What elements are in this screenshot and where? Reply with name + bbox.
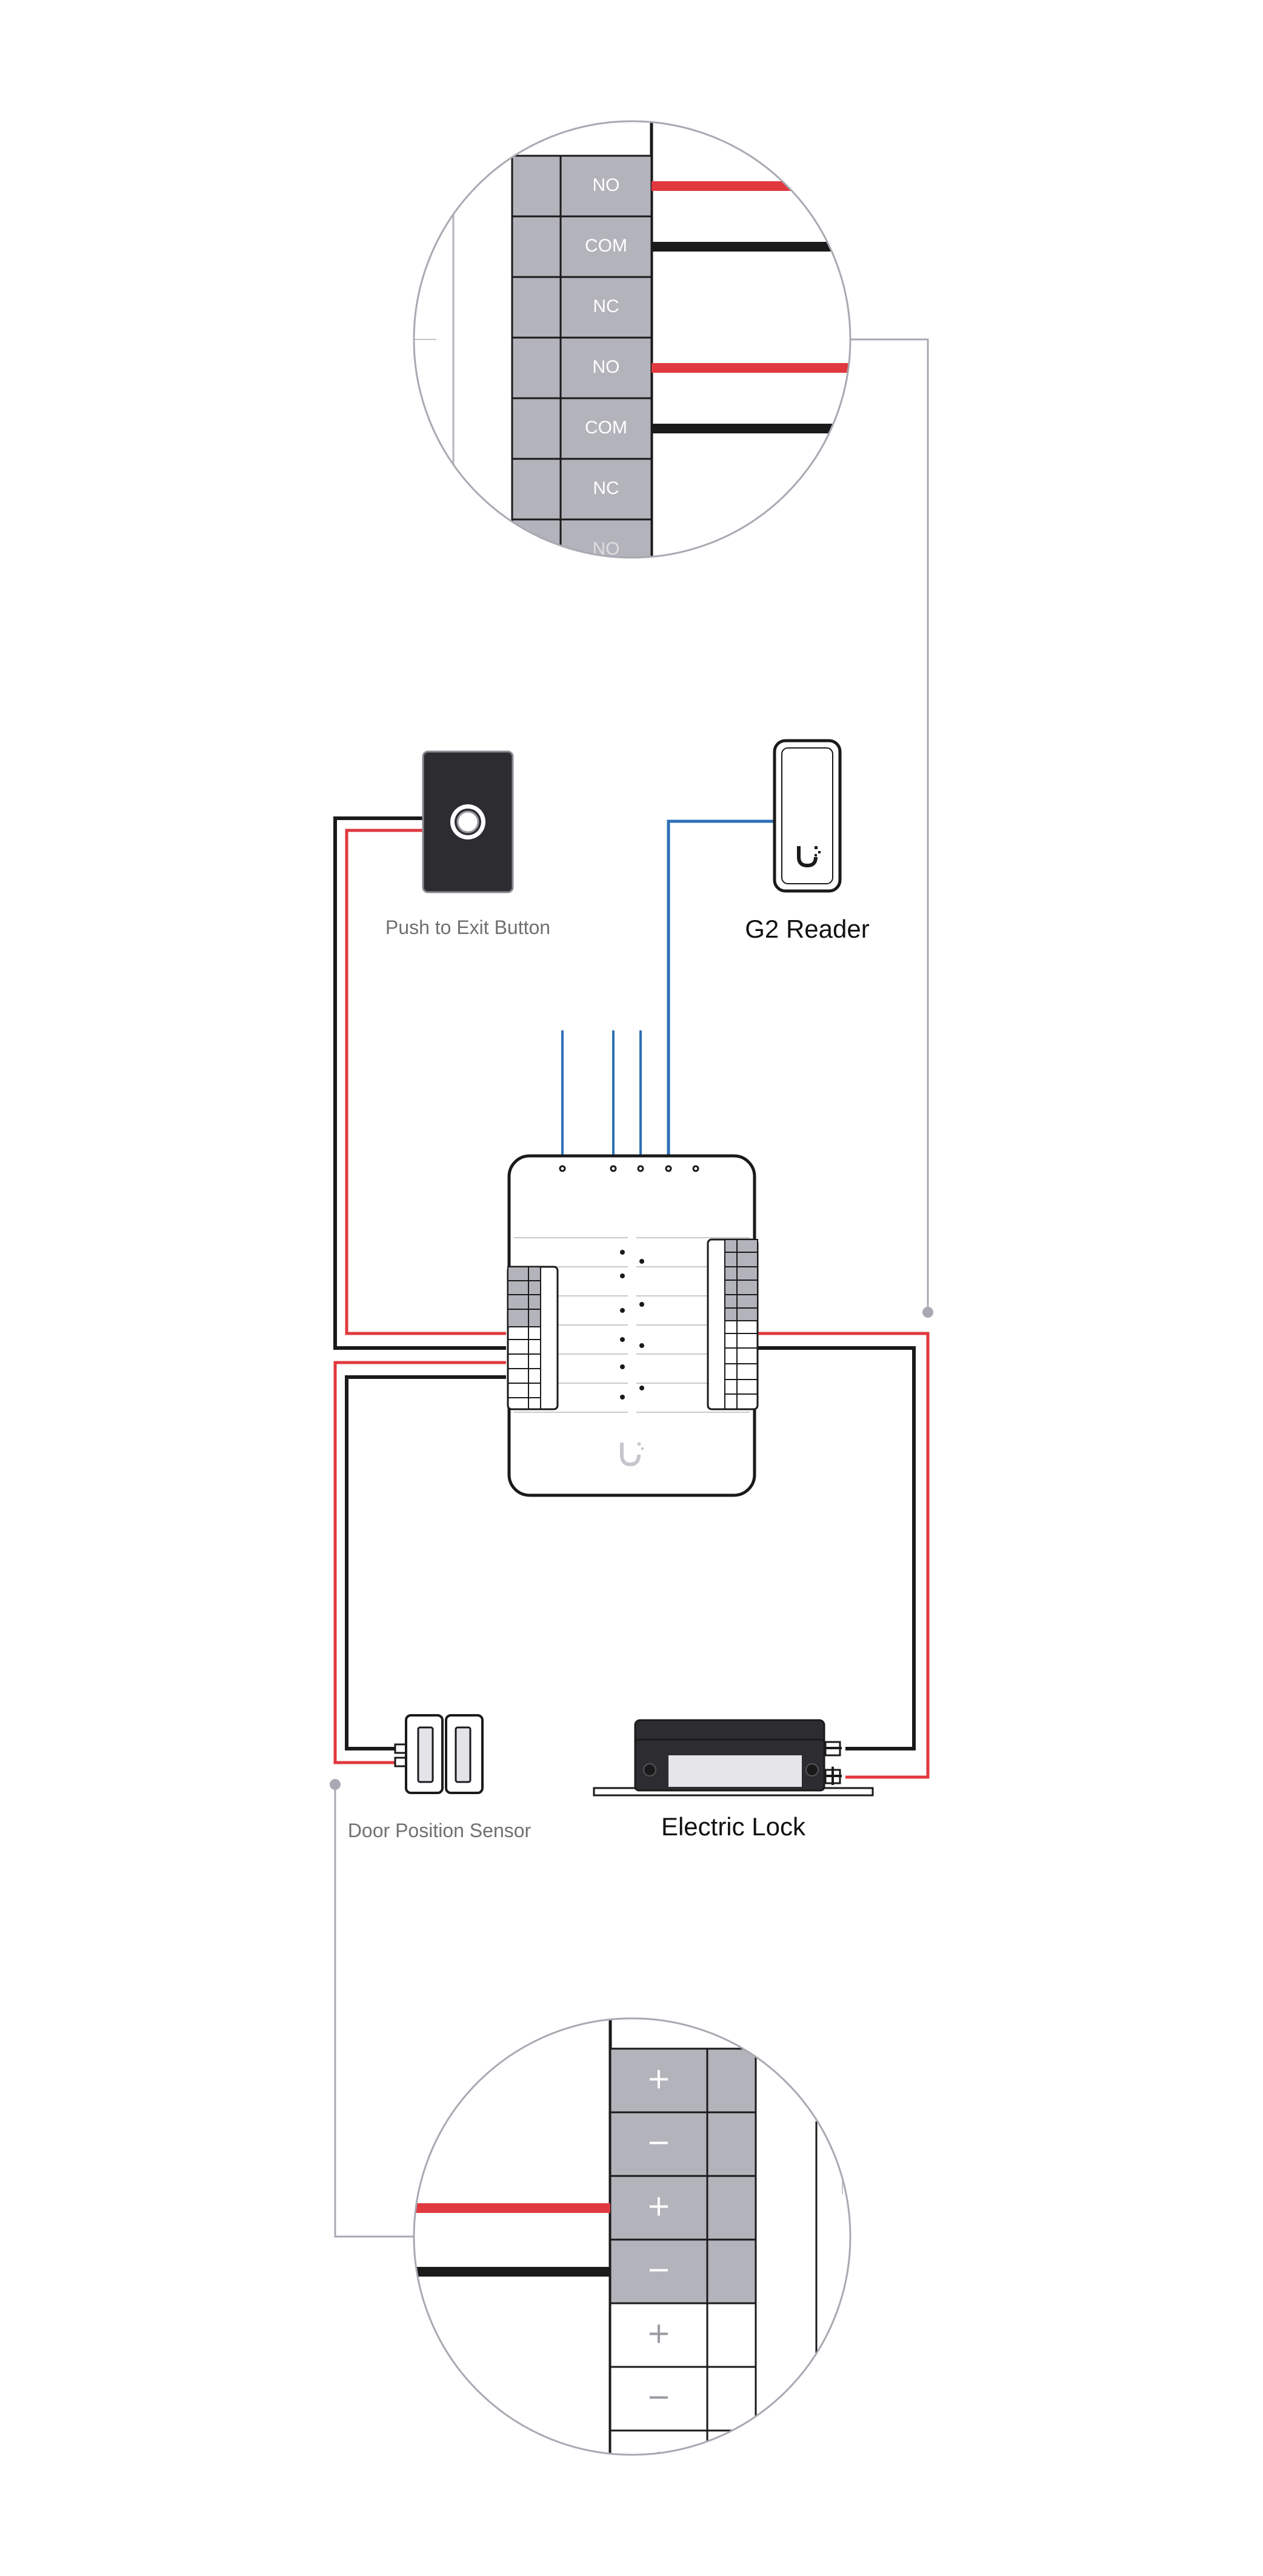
exit-button-wire-red <box>345 829 506 1335</box>
push-button-icon <box>450 804 485 839</box>
relay-terminal-no: NO <box>511 518 653 558</box>
lock-wire-red <box>758 1332 930 1779</box>
push-to-exit-label: Push to Exit Button <box>385 916 550 938</box>
g2-reader-label: G2 Reader <box>745 915 869 943</box>
relay-terminal-com: COM <box>511 215 653 278</box>
relay-terminal-label: COM <box>585 236 627 256</box>
relay-terminal-label: NC <box>593 296 619 316</box>
ubiquiti-logo-icon <box>620 1443 644 1467</box>
relay-callout-leader <box>850 338 929 1312</box>
input-terminal-1: + <box>609 2047 757 2114</box>
input-terminal-5: + <box>609 2302 757 2368</box>
hub-top-ports <box>559 1165 699 1172</box>
input-terminal-sign: + <box>647 2444 671 2478</box>
input-terminal-2: − <box>609 2111 757 2177</box>
relay-zoom-callout: NO COM NC NO COM NC NO <box>413 120 933 1318</box>
relay-terminal-label: COM <box>585 418 627 438</box>
relay-terminal-label: NO <box>593 175 620 195</box>
exit-button-wire-black <box>333 816 506 1350</box>
reader-wire-blue <box>667 819 775 1156</box>
relay-terminal-block: NO COM NC NO COM NC NO <box>511 155 653 558</box>
svg-text:−: − <box>821 1730 845 1764</box>
electric-lock-label: Electric Lock <box>661 1812 806 1841</box>
g2-reader-device <box>773 739 842 893</box>
relay-terminal-nc: NC <box>511 276 653 339</box>
lock-wire-black <box>758 1346 916 1750</box>
input-terminal-sign: − <box>647 2126 671 2160</box>
input-callout-leader <box>334 1784 414 2238</box>
relay-terminal-nc: NC <box>511 458 653 521</box>
dps-wire-red <box>333 1361 506 1764</box>
input-terminal-sign: + <box>647 2189 671 2223</box>
input-terminal-7: + <box>609 2429 757 2478</box>
door-position-sensor <box>394 1714 484 1794</box>
input-terminal-4: − <box>609 2238 757 2304</box>
push-to-exit-button <box>422 750 514 893</box>
relay-terminal-no: NO <box>511 155 653 218</box>
relay-callout-dot <box>922 1307 933 1318</box>
svg-text:+: + <box>821 1758 845 1792</box>
door-position-sensor-label: Door Position Sensor <box>348 1820 532 1841</box>
input-terminal-sign: + <box>647 2317 671 2351</box>
input-terminal-block: + − + − + − + <box>609 2047 757 2478</box>
access-hub <box>507 1154 759 1497</box>
input-terminal-3: + <box>609 2175 757 2241</box>
hub-left-terminal-block <box>507 1266 559 1410</box>
wiring <box>333 816 930 1779</box>
dps-wire-black <box>345 1375 506 1750</box>
relay-terminal-com: COM <box>511 397 653 460</box>
input-terminal-6: − <box>609 2366 757 2432</box>
input-terminal-sign: + <box>647 2062 671 2096</box>
ubiquiti-logo-icon <box>797 846 821 868</box>
hub-right-terminal-block <box>707 1238 759 1410</box>
input-zoom-callout: + − + − + − + <box>330 1779 851 2478</box>
input-terminal-sign: − <box>647 2253 671 2287</box>
electric-lock: − + <box>593 1719 874 1797</box>
relay-terminal-label: NC <box>593 478 619 498</box>
input-terminal-sign: − <box>647 2380 671 2414</box>
relay-terminal-no: NO <box>511 336 653 399</box>
input-callout-dot <box>330 1779 341 1790</box>
relay-terminal-label: NO <box>593 357 620 377</box>
